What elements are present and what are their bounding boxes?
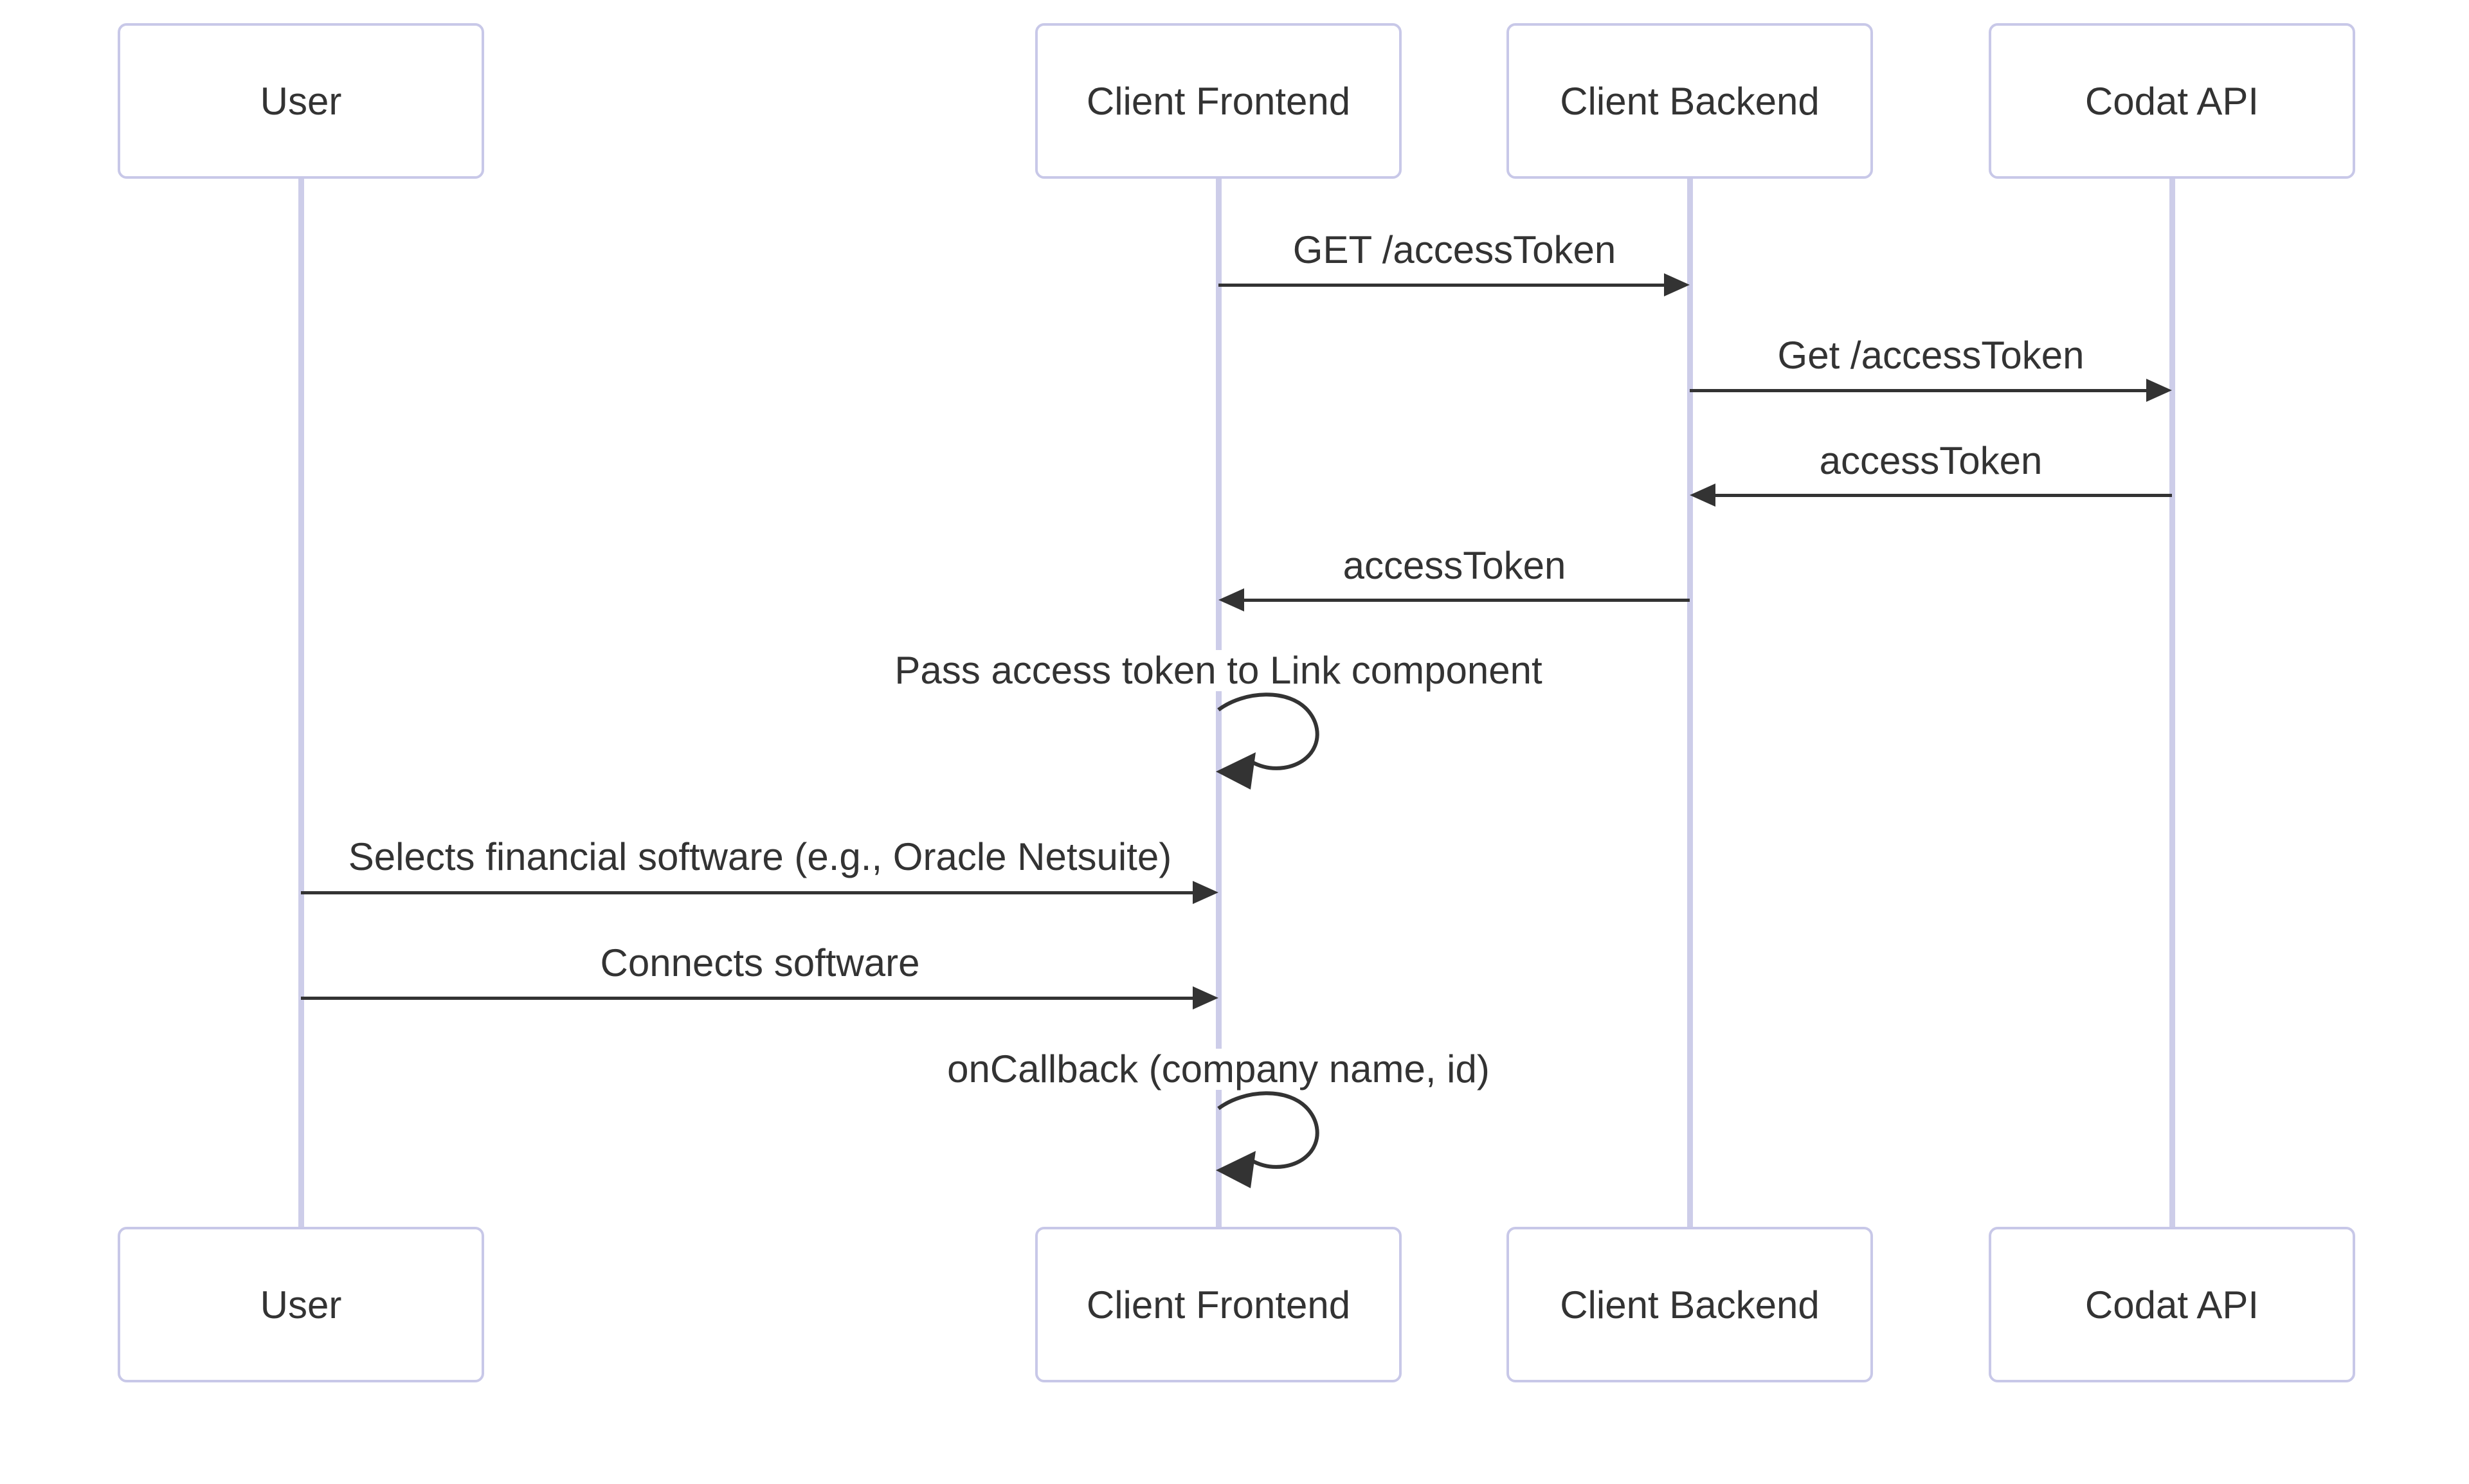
message-line: [301, 997, 1197, 1000]
actor-label: User: [260, 79, 342, 123]
actor-label: Client Backend: [1560, 1283, 1820, 1326]
message-line: [1690, 389, 2150, 392]
lifeline-user: [298, 179, 304, 1229]
actor-box-client-backend-bottom: Client Backend: [1506, 1227, 1873, 1382]
arrowhead-right-icon: [1664, 273, 1690, 296]
arrowhead-right-icon: [1193, 881, 1218, 904]
message-label: onCallback (company name, id): [943, 1049, 1494, 1090]
message-label: GET /accessToken: [1289, 230, 1620, 271]
message-line: [1712, 494, 2172, 497]
message-line: [1240, 599, 1690, 602]
actor-label: Client Backend: [1560, 79, 1820, 123]
arrowhead-right-icon: [2146, 379, 2172, 402]
arrowhead-right-icon: [1193, 986, 1218, 1009]
actor-box-codat-api-bottom: Codat API: [1989, 1227, 2355, 1382]
actor-box-codat-api-top: Codat API: [1989, 23, 2355, 179]
lifeline-client-backend: [1687, 179, 1693, 1229]
arrowhead-left-icon: [1690, 484, 1715, 507]
actor-label: Codat API: [2085, 1283, 2259, 1326]
message-label: Get /accessToken: [1773, 335, 2088, 376]
message-label: Connects software: [596, 943, 924, 984]
message-label: Selects financial software (e.g., Oracle…: [344, 837, 1176, 878]
actor-box-client-frontend-top: Client Frontend: [1035, 23, 1402, 179]
actor-label: Client Frontend: [1086, 79, 1351, 123]
message-label: accessToken: [1339, 545, 1570, 586]
self-loop-arrow: [1216, 692, 1319, 790]
message-label: Pass access token to Link component: [891, 650, 1546, 691]
actor-label: Client Frontend: [1086, 1283, 1351, 1326]
message-line: [301, 891, 1197, 894]
message-label: accessToken: [1815, 440, 2047, 482]
actor-box-client-frontend-bottom: Client Frontend: [1035, 1227, 1402, 1382]
actor-box-client-backend-top: Client Backend: [1506, 23, 1873, 179]
actor-box-user-bottom: User: [118, 1227, 484, 1382]
actor-box-user-top: User: [118, 23, 484, 179]
self-loop-arrow: [1216, 1091, 1319, 1188]
actor-label: Codat API: [2085, 79, 2259, 123]
lifeline-client-frontend: [1216, 179, 1222, 1229]
actor-label: User: [260, 1283, 342, 1326]
lifeline-codat-api: [2169, 179, 2175, 1229]
arrowhead-left-icon: [1218, 588, 1244, 611]
message-line: [1218, 284, 1668, 287]
